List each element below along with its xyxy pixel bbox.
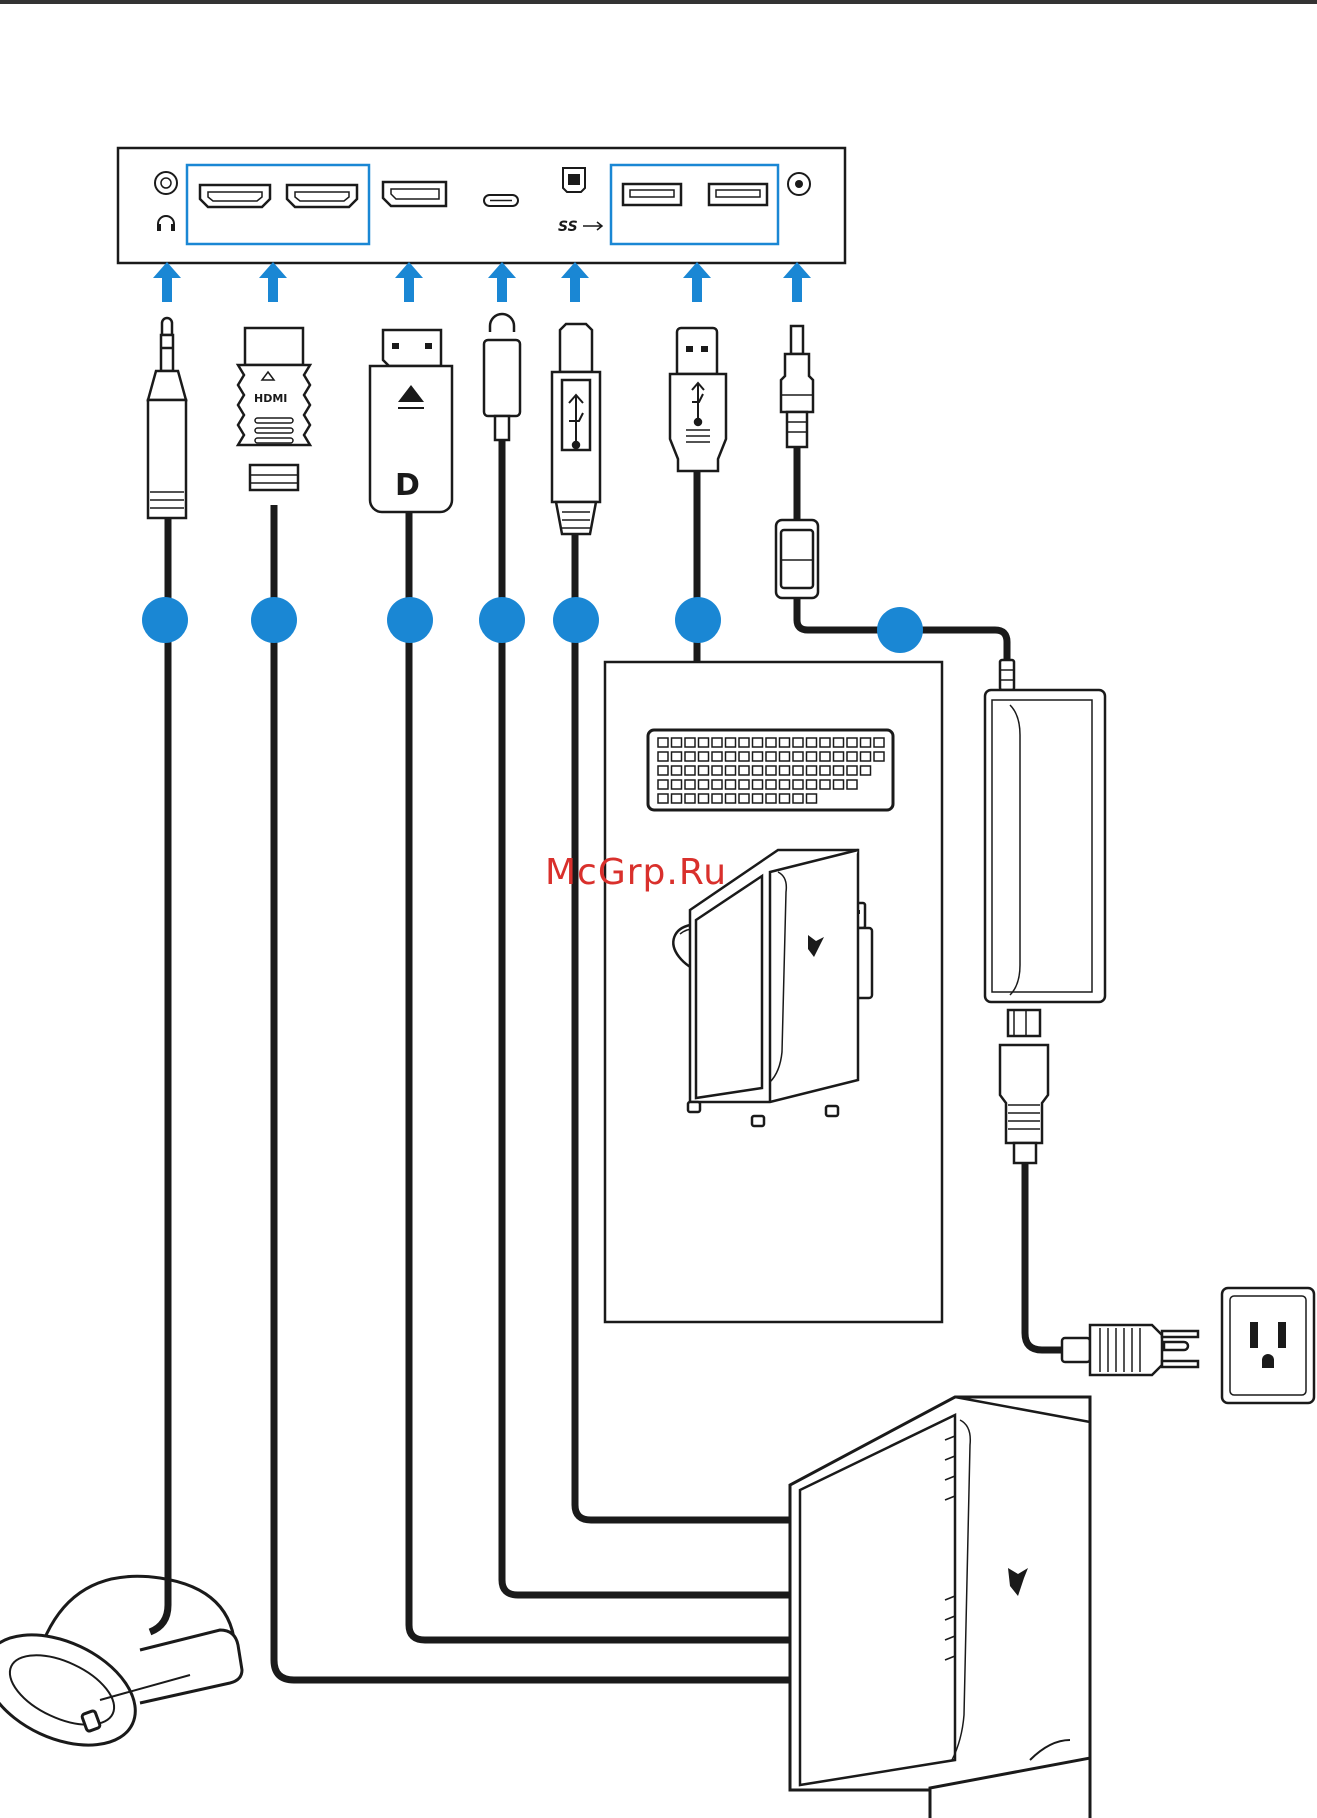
power-cord-connector-icon bbox=[1000, 1045, 1048, 1163]
usb-a-plug-icon bbox=[670, 328, 726, 471]
power-plug-icon bbox=[1062, 1325, 1198, 1375]
svg-text:D: D bbox=[395, 468, 420, 503]
connection-arrows bbox=[153, 262, 811, 302]
audio-cable bbox=[150, 515, 168, 1632]
audio-plug-icon bbox=[148, 318, 186, 518]
usb-peripherals-box bbox=[605, 662, 942, 1322]
keyboard-icon bbox=[648, 730, 893, 810]
callout-dot-3 bbox=[387, 597, 433, 643]
pc-tower-icon bbox=[790, 1397, 1090, 1818]
callout-dot-1 bbox=[142, 597, 188, 643]
callout-dot-4 bbox=[479, 597, 525, 643]
callout-dot-7 bbox=[877, 607, 923, 653]
displayport-plug-icon: D bbox=[370, 330, 452, 512]
headphones-icon bbox=[0, 1576, 242, 1767]
callout-dot-2 bbox=[251, 597, 297, 643]
callout-dot-6 bbox=[675, 597, 721, 643]
power-adapter-icon bbox=[985, 660, 1105, 1036]
svg-text:HDMI: HDMI bbox=[254, 392, 287, 405]
watermark-text: McGrp.Ru bbox=[545, 852, 727, 893]
callout-markers bbox=[142, 597, 923, 653]
monitor-io-panel: SS bbox=[118, 148, 845, 263]
usb-b-plug-icon bbox=[552, 324, 600, 534]
wall-outlet-icon bbox=[1222, 1288, 1314, 1403]
hdmi-plug-icon: HDMI bbox=[238, 328, 310, 490]
page-top-rule bbox=[0, 0, 1317, 4]
usb-c-plug-icon bbox=[484, 314, 520, 440]
callout-dot-5 bbox=[553, 597, 599, 643]
superspeed-logo: SS bbox=[558, 219, 578, 235]
